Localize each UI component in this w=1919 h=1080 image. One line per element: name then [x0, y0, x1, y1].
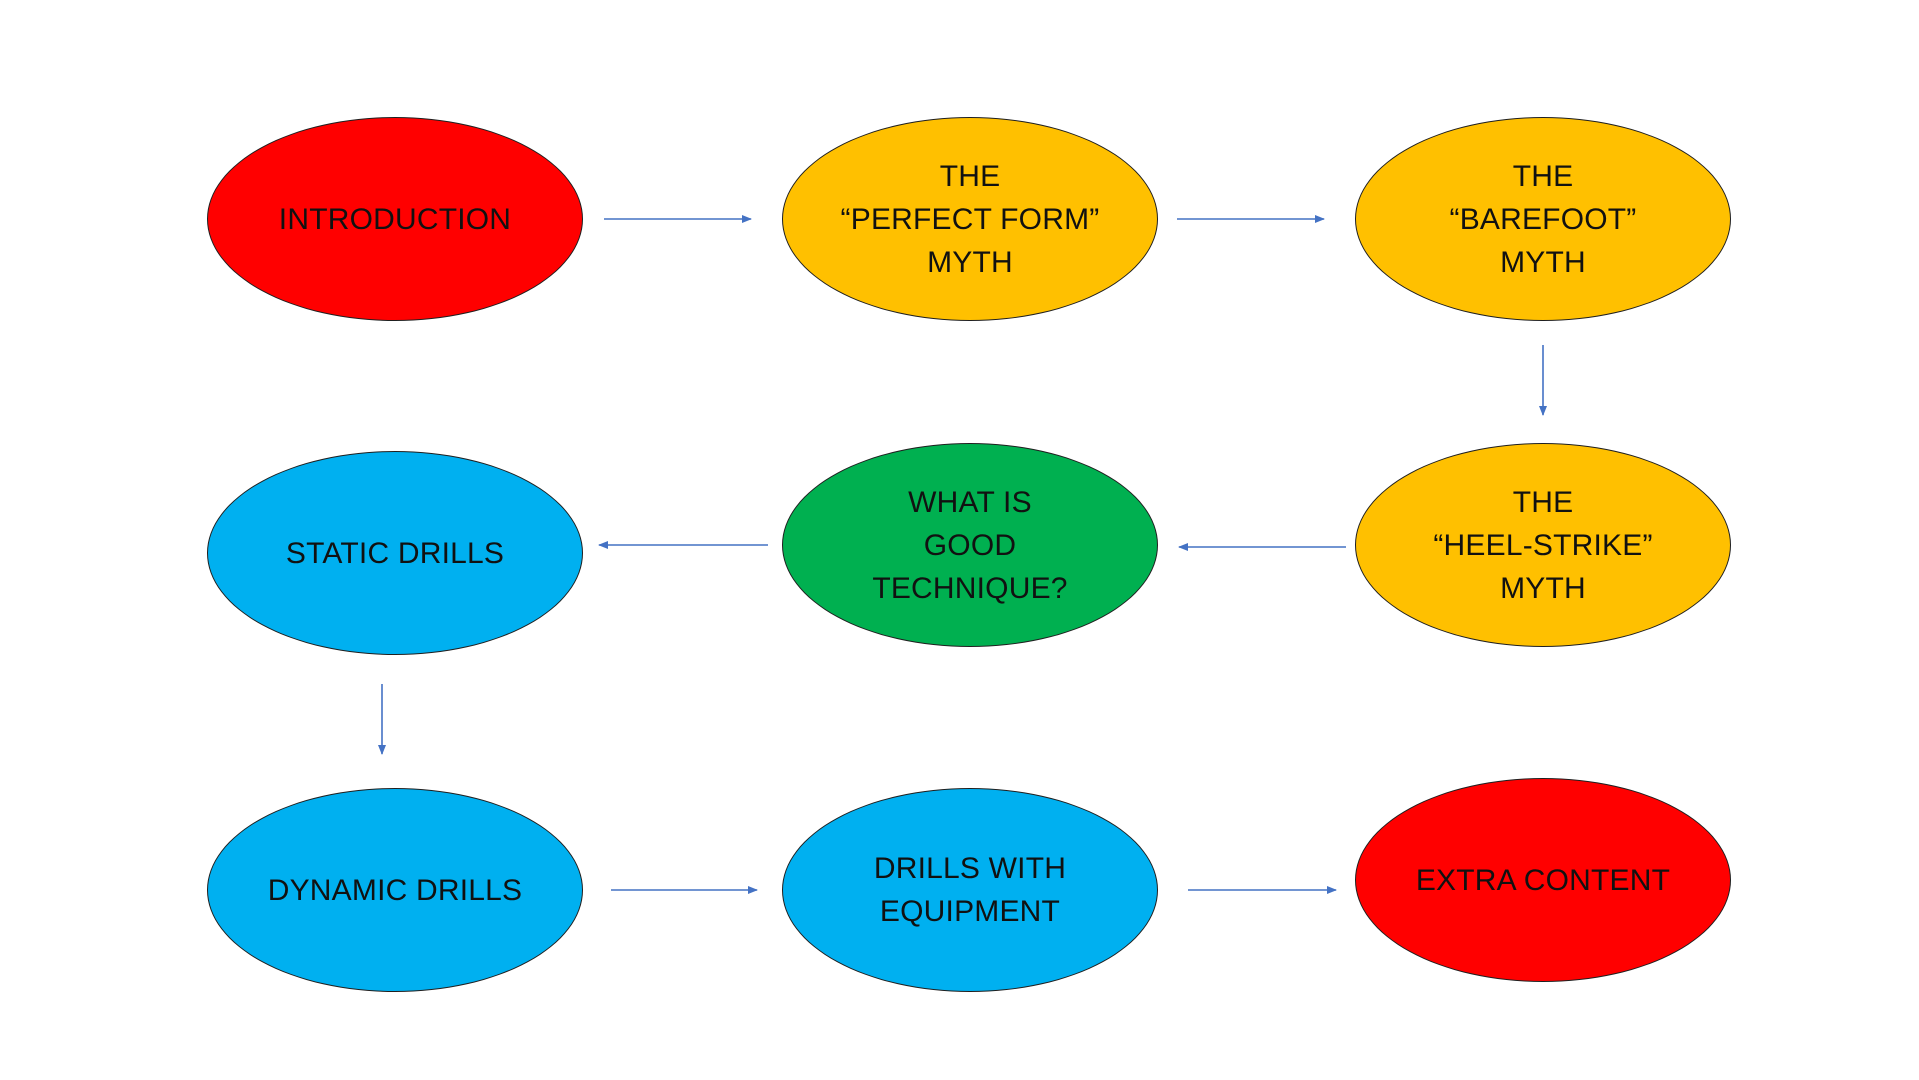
- static-drills-node[interactable]: STATIC DRILLS: [207, 451, 583, 655]
- extra-content-node-label-line-1: EXTRA CONTENT: [1415, 863, 1671, 897]
- static-drills-node-label-line-1: STATIC DRILLS: [285, 536, 505, 570]
- introduction-node[interactable]: INTRODUCTION: [207, 117, 583, 321]
- drills-with-equipment-node-label-line-1: DRILLS WITH: [873, 852, 1067, 885]
- barefoot-myth-node-label-line-1: THE: [1512, 159, 1574, 193]
- introduction-node-label-line-1: INTRODUCTION: [278, 202, 512, 236]
- perfect-form-myth-node[interactable]: THE “PERFECT FORM” MYTH: [782, 117, 1158, 321]
- extra-content-node[interactable]: EXTRA CONTENT: [1355, 778, 1731, 982]
- dynamic-drills-node[interactable]: DYNAMIC DRILLS: [207, 788, 583, 992]
- good-technique-node-label-line-3: TECHNIQUE?: [872, 571, 1068, 605]
- drills-with-equipment-node[interactable]: DRILLS WITH EQUIPMENT: [782, 788, 1158, 992]
- heel-strike-myth-node-label-line-3: MYTH: [1500, 571, 1586, 605]
- barefoot-myth-node[interactable]: THE “BAREFOOT” MYTH: [1355, 117, 1731, 321]
- perfect-form-myth-node-label-line-3: MYTH: [927, 245, 1013, 279]
- drills-with-equipment-node-label-line-2: EQUIPMENT: [879, 895, 1061, 928]
- barefoot-myth-node-label-line-3: MYTH: [1500, 245, 1586, 279]
- barefoot-myth-node-label-line-2: “BAREFOOT”: [1449, 202, 1637, 236]
- good-technique-node[interactable]: WHAT IS GOOD TECHNIQUE?: [782, 443, 1158, 647]
- good-technique-node-label-line-1: WHAT IS: [908, 485, 1032, 519]
- heel-strike-myth-node-label-line-2: “HEEL-STRIKE”: [1433, 528, 1653, 562]
- dynamic-drills-node-label-line-1: DYNAMIC DRILLS: [267, 873, 523, 907]
- good-technique-node-label-line-2: GOOD: [923, 528, 1017, 562]
- heel-strike-myth-node-label-line-1: THE: [1512, 485, 1574, 519]
- perfect-form-myth-node-label-line-1: THE: [939, 159, 1001, 193]
- heel-strike-myth-node[interactable]: THE “HEEL-STRIKE” MYTH: [1355, 443, 1731, 647]
- perfect-form-myth-node-label-line-2: “PERFECT FORM”: [840, 202, 1100, 236]
